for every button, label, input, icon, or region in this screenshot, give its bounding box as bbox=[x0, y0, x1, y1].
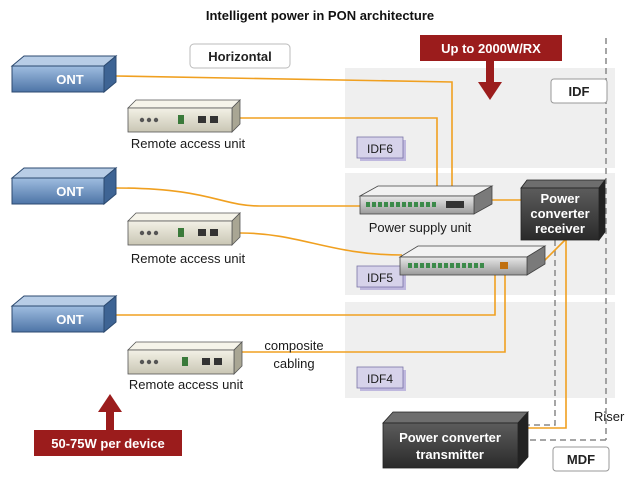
per-device-label: 50-75W per device bbox=[51, 436, 164, 451]
remote-access-label: Remote access unit bbox=[131, 251, 246, 266]
mdf-label: MDF bbox=[567, 452, 595, 467]
remote-access-label: Remote access unit bbox=[129, 377, 244, 392]
cable-ont3 bbox=[115, 265, 496, 316]
horizontal-label-box bbox=[189, 43, 291, 69]
idf6-label: IDF6 bbox=[367, 142, 393, 156]
power-converter-transmitter: Power converter transmitter bbox=[382, 410, 529, 470]
idf4-label: IDF4 bbox=[367, 372, 393, 386]
remote-access-unit: Remote access unit bbox=[127, 99, 246, 151]
power-supply-label: Power supply unit bbox=[369, 220, 472, 235]
transmitter-label-line2: transmitter bbox=[416, 447, 484, 462]
per-device-arrow-shaft bbox=[106, 411, 114, 431]
cable-rau2 bbox=[239, 232, 403, 256]
cable-ont2 bbox=[114, 187, 368, 207]
cable-ont1 bbox=[114, 75, 453, 190]
idf6-tag: IDF6 bbox=[356, 136, 406, 161]
ont-unit: ONT bbox=[10, 294, 118, 334]
cable-rau3 bbox=[242, 262, 506, 353]
idf-label: IDF bbox=[569, 84, 590, 99]
cable-receiver-transmitter bbox=[525, 240, 567, 429]
per-device-callout bbox=[34, 430, 182, 456]
cable-rau1 bbox=[240, 117, 438, 190]
cables bbox=[114, 75, 567, 429]
power-converter-receiver: Power converter receiver bbox=[520, 178, 606, 242]
composite-label-line2: cabling bbox=[273, 356, 314, 371]
diagram-title: Intelligent power in PON architecture bbox=[206, 8, 434, 23]
horizontal-label: Horizontal bbox=[208, 49, 272, 64]
remote-access-label: Remote access unit bbox=[131, 136, 246, 151]
ont-unit: ONT bbox=[10, 54, 118, 94]
riser-label: Riser bbox=[594, 409, 625, 424]
remote-access-unit: Remote access unit bbox=[127, 341, 244, 392]
idf5-tag: IDF5 bbox=[356, 265, 406, 290]
ont-label: ONT bbox=[56, 72, 84, 87]
transmitter-label-line1: Power converter bbox=[399, 430, 501, 445]
ont-label: ONT bbox=[56, 312, 84, 327]
composite-label-line1: composite bbox=[264, 338, 323, 353]
mdf-label-box bbox=[552, 446, 610, 472]
up-to-arrow-head bbox=[478, 82, 502, 100]
receiver-label-line3: receiver bbox=[535, 221, 585, 236]
receiver-label-line2: converter bbox=[530, 206, 589, 221]
power-supply-unit-2 bbox=[398, 245, 547, 276]
idf-label-box bbox=[550, 78, 608, 104]
ont-label: ONT bbox=[56, 184, 84, 199]
up-to-arrow-shaft bbox=[486, 61, 494, 83]
idf4-tag: IDF4 bbox=[356, 366, 406, 391]
remote-access-unit: Remote access unit bbox=[127, 212, 246, 266]
power-supply-unit bbox=[358, 185, 494, 215]
receiver-to-transmitter-dashed bbox=[525, 240, 556, 426]
ont-unit: ONT bbox=[10, 166, 118, 206]
receiver-label-line1: Power bbox=[540, 191, 579, 206]
up-to-callout bbox=[420, 35, 562, 61]
up-to-label: Up to 2000W/RX bbox=[441, 41, 541, 56]
per-device-arrow-head bbox=[98, 394, 122, 412]
idf5-label: IDF5 bbox=[367, 271, 393, 285]
